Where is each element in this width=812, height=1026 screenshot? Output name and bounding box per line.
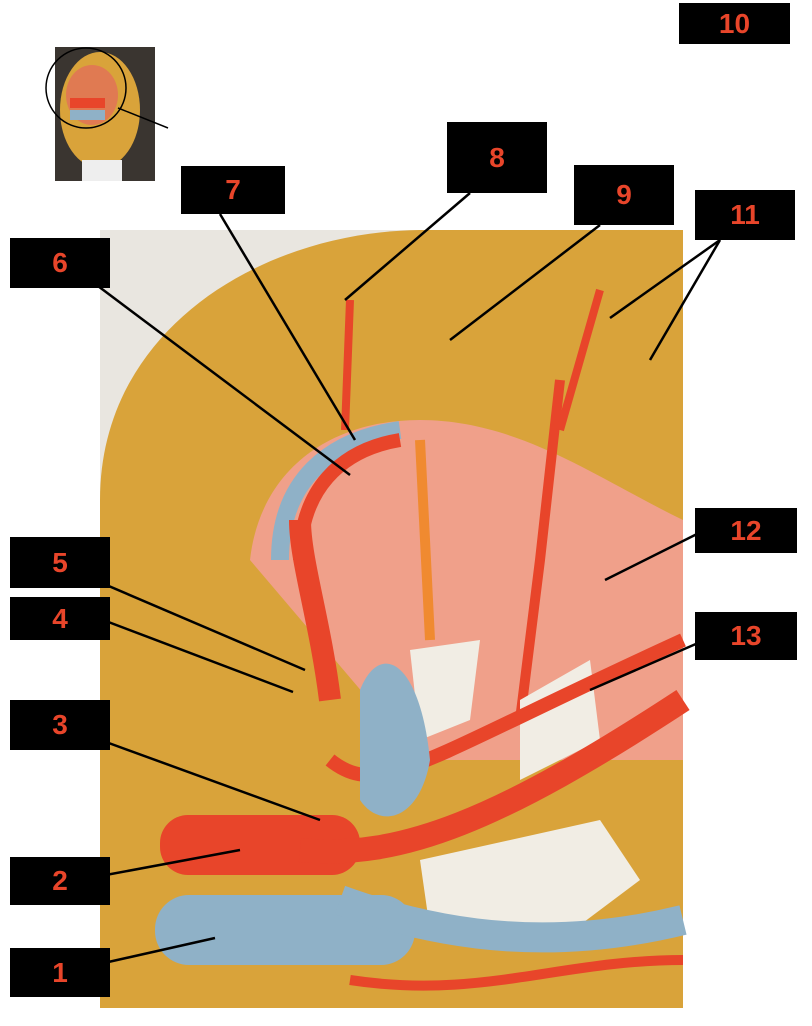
pointer-6 [89,279,351,476]
thumbnail-highlight-circle [45,47,127,129]
pointer-8 [344,192,471,301]
pointer-11a [609,238,721,320]
label-11: 11 [695,190,795,240]
thumbnail-image [45,47,169,181]
pointer-1 [94,936,216,967]
label-1: 1 [10,948,110,997]
label-2: 2 [10,857,110,905]
pointer-5 [89,576,306,672]
pointer-9 [449,224,601,341]
pointer-2 [94,848,241,879]
label-8: 8 [447,122,547,193]
label-12: 12 [695,508,797,553]
label-5: 5 [10,537,110,588]
pointer-3 [94,736,321,822]
label-9: 9 [574,165,674,225]
thumbnail-arrow [117,107,169,129]
label-4: 4 [10,597,110,640]
label-6: 6 [10,238,110,288]
label-3: 3 [10,700,110,750]
pointer-12 [604,528,706,582]
label-10: 10 [679,3,790,44]
label-7: 7 [181,166,285,214]
pointer-11b [648,239,722,361]
main-photo [100,230,690,1008]
pointer-13 [589,638,706,692]
pointer-lines [89,192,722,967]
pointer-4 [89,613,294,694]
pointer-7 [218,213,357,441]
label-13: 13 [695,612,797,660]
